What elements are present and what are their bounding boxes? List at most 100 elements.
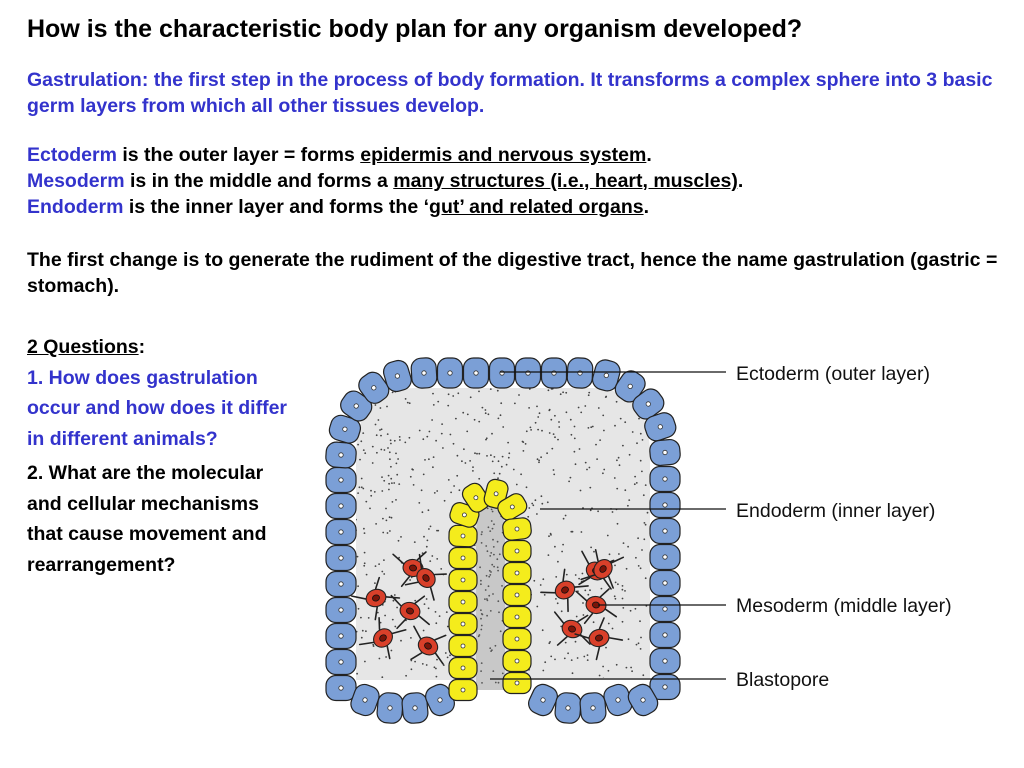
cell-process: [575, 588, 618, 625]
mesoderm-forms: many structures (i.e., heart, muscles): [393, 170, 738, 192]
stipple-dot: [393, 482, 396, 484]
endoderm-cell: [502, 649, 532, 673]
stipple-dot: [480, 583, 482, 586]
stipple-dot: [568, 480, 570, 483]
stipple-dot: [433, 666, 436, 669]
stipple-dot: [641, 439, 644, 441]
stipple-dot: [500, 465, 503, 468]
stipple-dot: [642, 674, 645, 677]
stipple-dot: [584, 589, 587, 592]
stipple-dot: [614, 564, 616, 567]
stipple-dot: [497, 477, 499, 480]
ectoderm-cell: [325, 596, 357, 624]
stipple-dot: [484, 409, 487, 411]
cell-nucleus: [662, 502, 668, 508]
stipple-dot: [432, 456, 435, 458]
stipple-dot: [379, 429, 381, 431]
ectoderm-cell: [382, 359, 412, 393]
stipple-dot: [501, 455, 504, 458]
stipple-dot: [605, 646, 607, 649]
stipple-dot: [428, 458, 430, 461]
stipple-dot: [371, 445, 374, 448]
stipple-dot: [578, 448, 581, 450]
stipple-dot: [489, 530, 492, 532]
stipple-dot: [376, 451, 378, 454]
cell-nucleus: [353, 403, 359, 409]
stipple-dot: [577, 406, 580, 409]
cell-process: [358, 616, 406, 660]
stipple-dot: [432, 392, 434, 395]
stipple-dot: [481, 406, 484, 409]
stipple-dot: [527, 515, 530, 518]
stipple-dot: [493, 565, 495, 568]
stipple-dot: [559, 393, 562, 396]
ectoderm-cell: [462, 357, 490, 389]
stipple-dot: [546, 452, 548, 455]
stipple-dot: [488, 575, 491, 578]
stipple-dot: [491, 563, 494, 566]
cell-nucleus: [461, 512, 467, 518]
cell-nucleus: [447, 370, 453, 376]
cell-process: [540, 568, 589, 613]
stipple-dot: [614, 424, 616, 427]
stipple-dot: [450, 491, 452, 494]
cell-nucleus: [662, 606, 668, 612]
stipple-dot: [635, 482, 638, 484]
stipple-dot: [639, 620, 641, 623]
stipple-dot: [435, 622, 438, 625]
stipple-dot: [536, 513, 538, 515]
stipple-dot: [357, 443, 359, 446]
cell-nucleus: [662, 554, 668, 560]
stipple-dot: [382, 517, 384, 520]
stipple-dot: [554, 658, 556, 661]
stipple-dot: [478, 477, 481, 480]
stipple-dot: [542, 669, 545, 672]
stipple-dot: [480, 533, 483, 536]
stipple-dot: [637, 565, 640, 567]
cell-nucleus: [514, 592, 520, 598]
stipple-dot: [473, 418, 476, 421]
stipple-dot: [603, 429, 605, 432]
stipple-dot: [520, 473, 522, 476]
endoderm-label: Endoderm (inner layer): [736, 500, 935, 522]
stipple-dot: [421, 552, 424, 554]
stipple-dot: [624, 489, 627, 492]
stipple-dot: [624, 590, 626, 592]
stipple-dot: [469, 396, 472, 399]
stipple-dot: [452, 442, 455, 445]
stipple-dot: [413, 541, 416, 543]
stipple-dot: [456, 474, 459, 477]
stipple-dot: [518, 394, 520, 396]
stipple-dot: [385, 656, 387, 658]
questions-heading: 2 Questions:: [27, 332, 297, 363]
ectoderm-cell: [410, 357, 438, 389]
stipple-dot: [388, 451, 391, 454]
stipple-dot: [480, 662, 483, 664]
stipple-dot: [440, 432, 443, 435]
stipple-dot: [386, 433, 389, 435]
stipple-dot: [532, 504, 535, 507]
endoderm-cell: [448, 590, 478, 614]
stipple-dot: [608, 553, 611, 556]
stipple-dot: [635, 556, 637, 559]
stipple-dot: [365, 630, 367, 633]
stipple-dot: [380, 434, 382, 437]
stipple-dot: [582, 614, 585, 616]
stipple-dot: [554, 414, 556, 417]
stipple-dot: [365, 500, 368, 503]
stipple-dot: [404, 441, 407, 444]
stipple-dot: [469, 460, 471, 462]
stipple-dot: [386, 532, 389, 534]
cell-nucleus: [645, 401, 651, 407]
stipple-dot: [447, 393, 450, 396]
stipple-dot: [507, 456, 510, 459]
stipple-dot: [478, 452, 481, 455]
mesoderm-end: .: [737, 170, 744, 192]
stipple-dot: [432, 404, 435, 406]
stipple-dot: [441, 423, 443, 425]
stipple-dot: [421, 511, 424, 514]
stipple-dot: [409, 579, 411, 581]
stipple-dot: [489, 647, 492, 650]
stipple-dot: [383, 449, 386, 451]
stipple-dot: [480, 542, 483, 544]
